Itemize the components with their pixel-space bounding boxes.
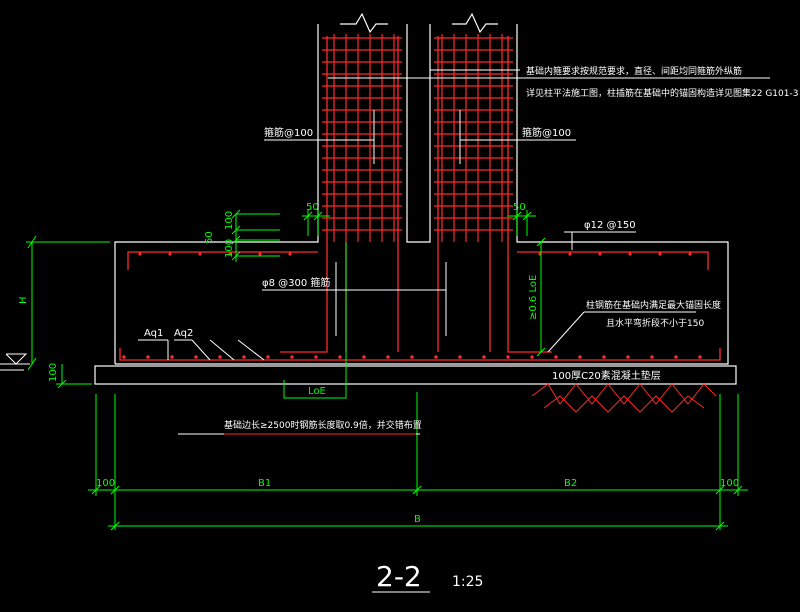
mesh-dot — [482, 355, 486, 359]
foundation-outline — [94, 12, 737, 385]
aq2-label: Aq2 — [174, 328, 193, 339]
mesh-dot — [434, 355, 438, 359]
dim-50-mid: 50 — [204, 231, 215, 244]
dimension-lines — [26, 209, 748, 531]
mesh-dot — [290, 355, 294, 359]
mesh-dot — [578, 355, 582, 359]
note1-line1: 基础内箍要求按规范要求，直径、间距均同箍筋外纵筋 — [526, 65, 742, 77]
mesh-dot — [194, 355, 198, 359]
dim-100-left: 100 — [96, 478, 115, 489]
right-stirrup-label: 箍筋@100 — [522, 126, 571, 139]
mesh-dot — [698, 355, 702, 359]
cushion-label: 100厚C20素混凝土垫层 — [552, 369, 661, 382]
note1-line2: 详见柱平法施工图，柱插筋在基础中的锚固构造详见图集22 G101-3 — [526, 87, 798, 99]
mesh-dot — [626, 355, 630, 359]
right-rebar-cage — [434, 34, 513, 242]
dim-h: H — [18, 296, 29, 304]
bottom-note: 基础边长≥2500时钢筋长度取0.9倍，并交错布置 — [224, 419, 422, 431]
dimension-texts: LoE ≥0.6 LoE 50 50 100 50 100 H 100 B1 B… — [18, 202, 739, 525]
soil-hatch — [531, 383, 717, 413]
mesh-dot — [506, 355, 510, 359]
bottom-mesh — [119, 348, 721, 361]
mesh-dot — [122, 355, 126, 359]
section-title: 2-2 — [376, 560, 422, 593]
mesh-dot — [650, 355, 654, 359]
mesh-dot — [266, 355, 270, 359]
dim-100-right: 100 — [720, 478, 739, 489]
mesh-dot — [338, 355, 342, 359]
loe-label: LoE — [308, 386, 326, 397]
mesh-dot — [386, 355, 390, 359]
mesh-dot — [530, 355, 534, 359]
dim-100-bottom: 100 — [48, 363, 59, 382]
mesh-dot — [146, 355, 150, 359]
left-rebar-cage — [322, 34, 402, 242]
column-bars — [280, 36, 552, 353]
aq1-label: Aq1 — [144, 328, 163, 339]
dim-50-right: 50 — [513, 202, 526, 213]
mesh-dot — [362, 355, 366, 359]
loe-06-label: ≥0.6 LoE — [528, 275, 539, 320]
mesh-dot — [170, 355, 174, 359]
ground-level-marker — [0, 353, 30, 371]
mesh-dot — [602, 355, 606, 359]
dim-b: B — [414, 514, 421, 525]
dim-100-a: 100 — [224, 211, 235, 230]
dim-b1: B1 — [258, 478, 271, 489]
bottom-mesh-dots — [122, 355, 702, 359]
right-note-line1: 柱钢筋在基础内满足最大锚固长度 — [586, 299, 721, 311]
mesh-dot — [218, 355, 222, 359]
dim-b2: B2 — [564, 478, 577, 489]
section-scale: 1:25 — [452, 574, 483, 590]
annotations: 基础内箍要求按规范要求，直径、间距均同箍筋外纵筋 详见柱平法施工图，柱插筋在基础… — [144, 65, 798, 431]
drawing-title: 2-2 1:25 — [376, 560, 483, 593]
dim-100-b: 100 — [224, 239, 235, 258]
top-mesh-dots — [138, 252, 692, 256]
mesh-dot — [314, 355, 318, 359]
top-mesh-label: φ12 @150 — [584, 220, 636, 231]
mesh-dot — [458, 355, 462, 359]
stirrup-lower-label: φ8 @300 箍筋 — [262, 276, 330, 289]
leader-lines — [138, 69, 770, 593]
mesh-dot — [674, 355, 678, 359]
top-mesh — [127, 251, 709, 270]
mesh-dot — [554, 355, 558, 359]
left-stirrup-label: 箍筋@100 — [264, 126, 313, 139]
mesh-dot — [242, 355, 246, 359]
mesh-dot — [410, 355, 414, 359]
dim-50-left: 50 — [306, 202, 319, 213]
right-note-line2: 且水平弯折段不小于150 — [606, 317, 704, 329]
